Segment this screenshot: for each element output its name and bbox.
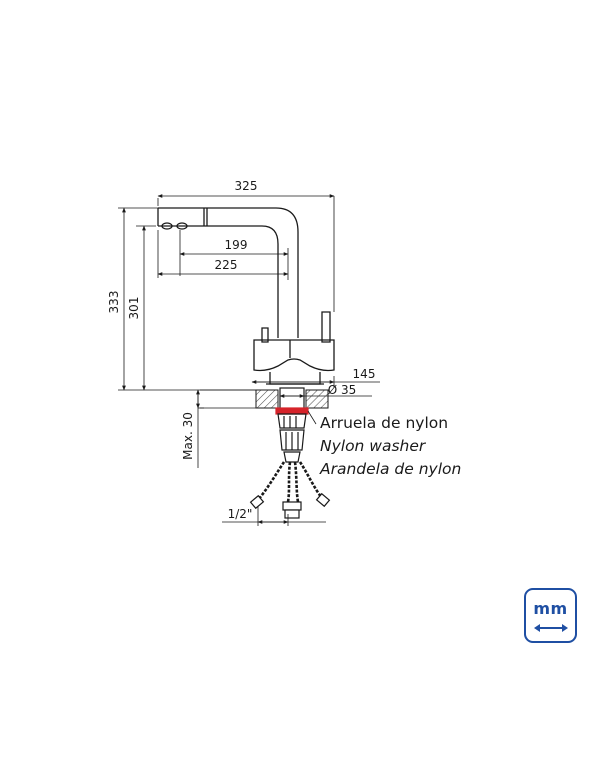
nylon-washer xyxy=(275,407,309,415)
dim-spout-reach-outer: 225 xyxy=(215,258,238,272)
hose-connectors xyxy=(249,492,331,519)
dim-base-width: 145 xyxy=(353,367,376,381)
dim-thread: 1/2" xyxy=(228,507,253,521)
washer-label-es: Arruela de nylon xyxy=(320,414,449,432)
dim-spout-height: 301 xyxy=(127,297,141,320)
countertop-section xyxy=(200,389,329,409)
washer-label-pt: Arandela de nylon xyxy=(320,460,462,478)
shank-assembly xyxy=(275,387,309,463)
dim-total-height: 333 xyxy=(107,291,121,314)
dim-overall-width: 325 xyxy=(235,179,258,193)
dim-max-thickness: Max. 30 xyxy=(181,412,195,460)
faucet-outline xyxy=(157,207,335,385)
dimension-lines xyxy=(118,194,380,526)
flexible-hoses xyxy=(257,461,324,503)
unit-badge-text: mm xyxy=(533,599,568,618)
double-arrow-icon xyxy=(534,624,568,632)
unit-badge: mm xyxy=(524,588,577,643)
washer-label-en: Nylon washer xyxy=(320,437,426,455)
dim-spout-reach-inner: 199 xyxy=(225,238,248,252)
dim-hole-diameter: Ø 35 xyxy=(328,383,357,397)
